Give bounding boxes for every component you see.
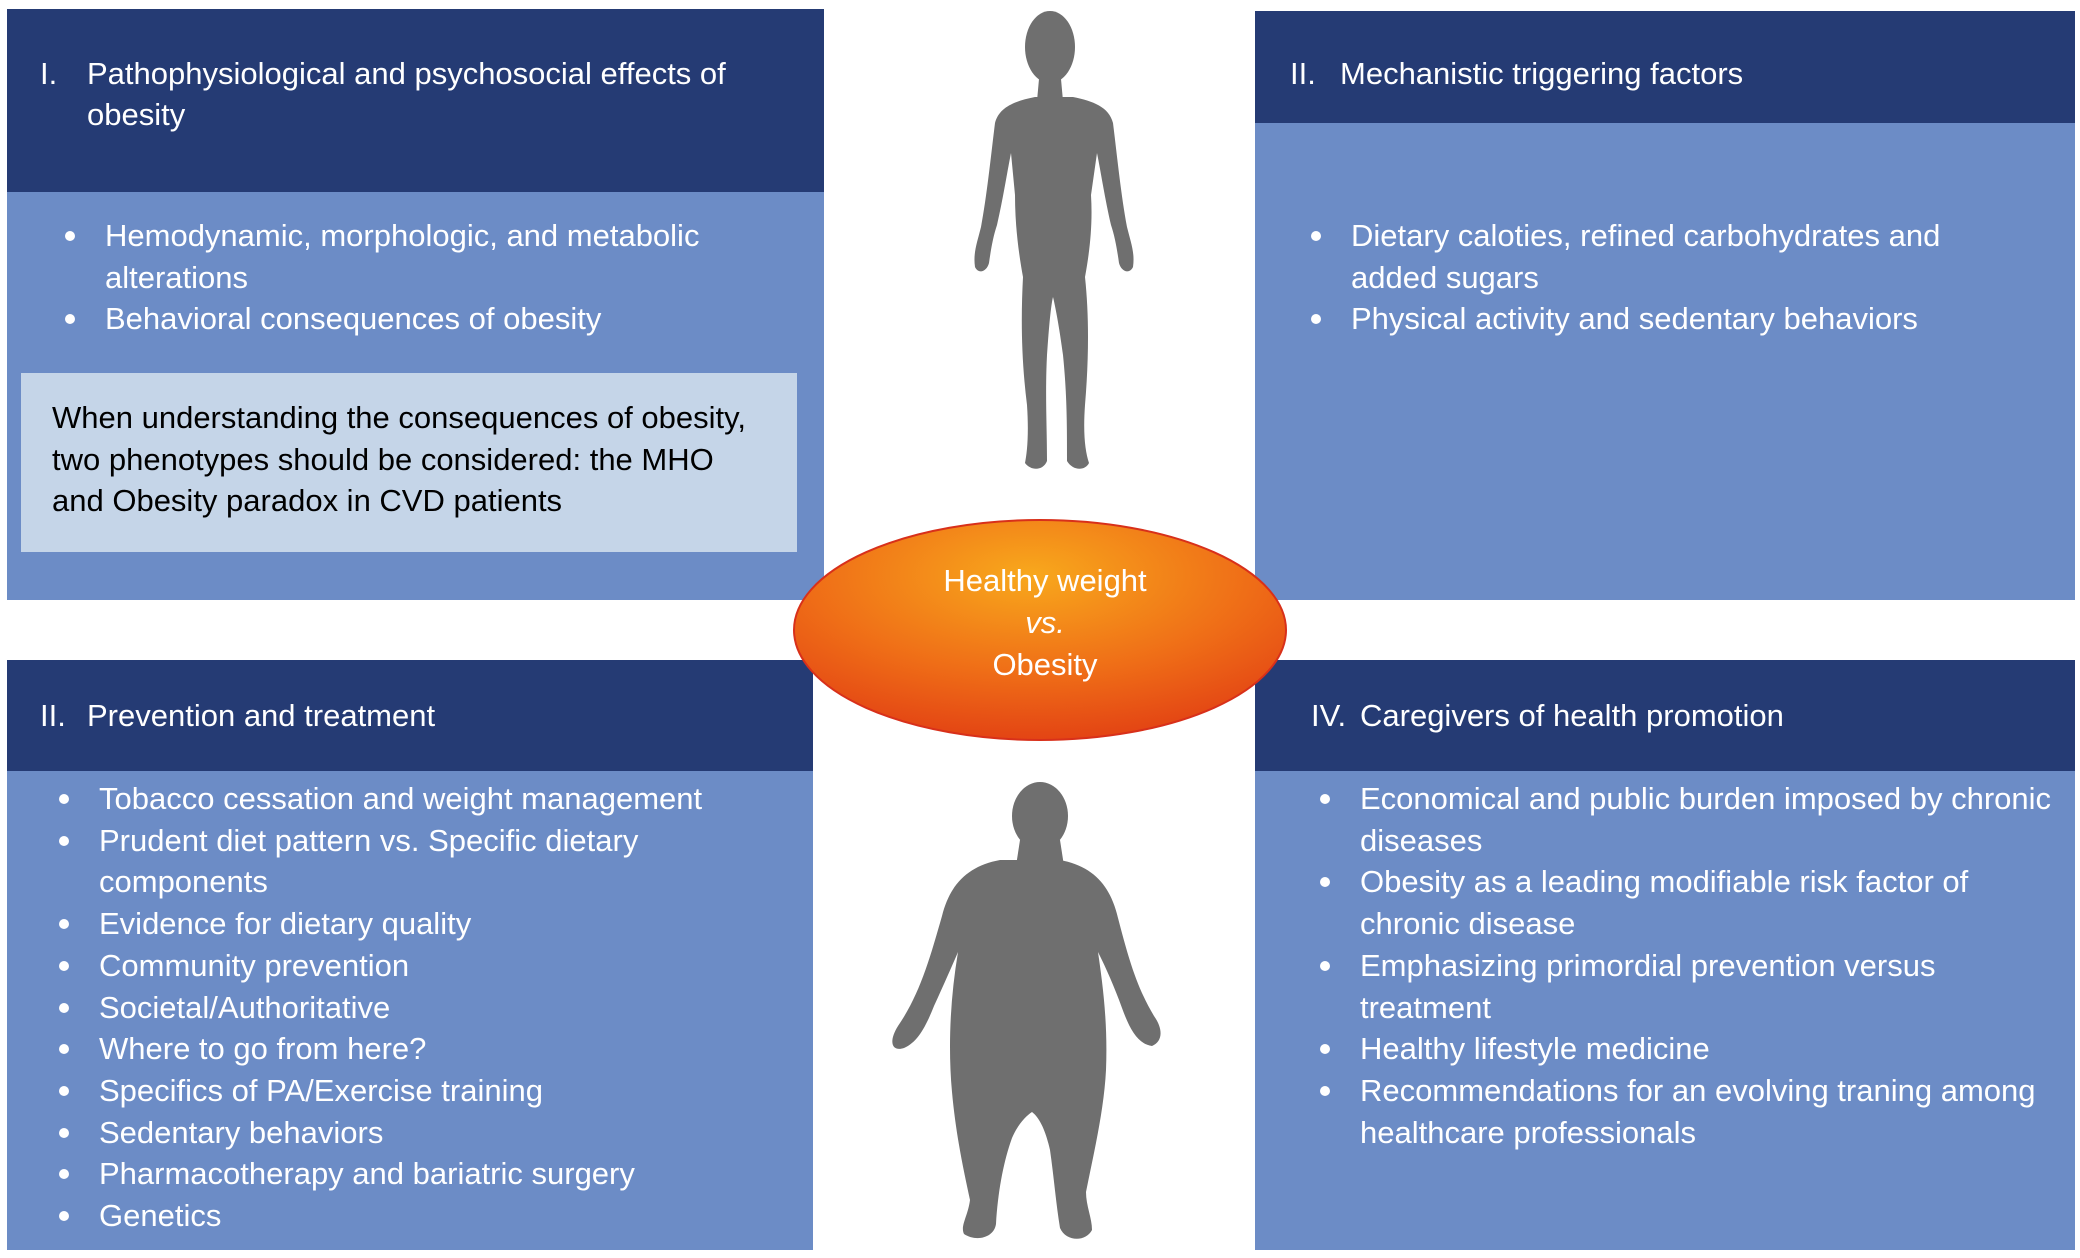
section-number: II. — [1290, 56, 1316, 91]
healthy-weight-silhouette — [974, 11, 1134, 469]
bullet-item: Societal/Authoritative — [53, 987, 793, 1029]
bullet-item: Where to go from here? — [53, 1028, 793, 1070]
center-ellipse — [793, 519, 1287, 741]
label-obesity: Obesity — [992, 647, 1098, 682]
label-healthy-weight: Healthy weight — [943, 563, 1147, 598]
note-text: When understanding the consequences of o… — [52, 400, 746, 518]
bullet-item: Sedentary behaviors — [53, 1112, 793, 1154]
bullet-item: Prudent diet pattern vs. Specific dietar… — [53, 820, 793, 903]
panel-mechanistic-factors: II. Mechanistic triggering factors Dieta… — [1255, 11, 2075, 600]
bullet-item: Recommendations for an evolving traning … — [1314, 1070, 2054, 1153]
panel-header: I. Pathophysiological and psychosocial e… — [7, 9, 824, 192]
bullet-item: Physical activity and sedentary behavior… — [1305, 298, 2025, 340]
section-number: IV. — [1311, 698, 1347, 733]
bullet-item: Community prevention — [53, 945, 793, 987]
bullet-list: Economical and public burden imposed by … — [1314, 778, 2054, 1153]
bullet-item: Emphasizing primordial prevention versus… — [1314, 945, 2054, 1028]
bullet-item: Evidence for dietary quality — [53, 903, 793, 945]
bullet-item: Behavioral consequences of obesity — [59, 298, 799, 340]
panel-prevention-treatment: II. Prevention and treatment Tobacco ces… — [7, 660, 813, 1250]
phenotypes-note: When understanding the consequences of o… — [21, 373, 797, 552]
bullet-item: Tobacco cessation and weight management — [53, 778, 793, 820]
panel-health-promotion: IV. Caregivers of health promotion Econo… — [1255, 660, 2075, 1250]
panel-pathophysiological-effects: I. Pathophysiological and psychosocial e… — [7, 9, 824, 600]
label-vs: vs. — [1025, 605, 1065, 640]
section-title: Mechanistic triggering factors — [1340, 56, 1744, 91]
bullet-item: Hemodynamic, morphologic, and metabolic … — [59, 215, 799, 298]
bullet-item: Healthy lifestyle medicine — [1314, 1028, 2054, 1070]
bullet-item: Pharmacotherapy and bariatric surgery — [53, 1153, 793, 1195]
bullet-item: Specifics of PA/Exercise training — [53, 1070, 793, 1112]
obesity-silhouette — [892, 782, 1161, 1239]
bullet-list: Dietary caloties, refined carbohydrates … — [1305, 215, 2025, 340]
panel-header: IV. Caregivers of health promotion — [1255, 660, 2075, 771]
section-title: Pathophysiological and psychosocial effe… — [87, 56, 726, 132]
bullet-item: Obesity as a leading modifiable risk fac… — [1314, 861, 2054, 944]
panel-header: II. Prevention and treatment — [7, 660, 813, 771]
panel-header: II. Mechanistic triggering factors — [1255, 11, 2075, 123]
comparison-label: Healthy weight vs. Obesity — [795, 560, 1295, 686]
bullet-item: Dietary caloties, refined carbohydrates … — [1305, 215, 2025, 298]
bullet-item: Genetics — [53, 1195, 793, 1237]
bullet-list: Hemodynamic, morphologic, and metabolic … — [59, 215, 799, 340]
section-number: I. — [40, 56, 58, 91]
section-title: Caregivers of health promotion — [1360, 698, 1784, 733]
section-number: II. — [40, 698, 66, 733]
bullet-item: Economical and public burden imposed by … — [1314, 778, 2054, 861]
section-title: Prevention and treatment — [87, 698, 436, 733]
